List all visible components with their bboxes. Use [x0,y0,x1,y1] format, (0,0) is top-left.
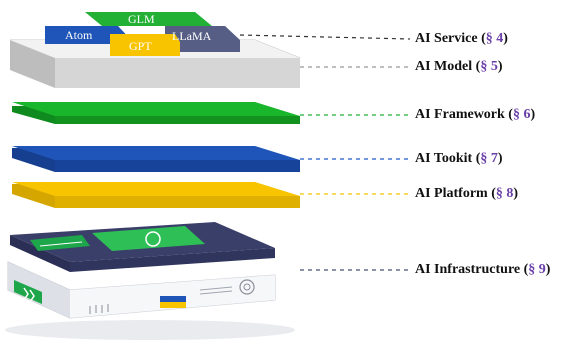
ai-service-chips: GLM Atom GPT LLaMA [45,12,240,56]
gpu-card-icon [30,235,90,251]
section-ref: § 4 [485,31,504,46]
label-ai-framework: AI Framework (§ 6) [415,107,536,122]
ai-framework-slab [12,102,300,124]
ai-infrastructure-server [5,222,295,340]
ai-platform-slab [12,182,300,208]
section-ref: § 5 [480,59,498,74]
section-ref: § 9 [528,262,546,277]
atom-label: Atom [65,28,93,42]
glm-chip [85,12,212,26]
llama-chip [165,26,240,52]
label-ai-model: AI Model (§ 5) [415,59,503,74]
gpt-label: GPT [129,39,152,53]
leader-service [239,34,411,40]
section-ref: § 6 [512,107,531,122]
label-ai-infrastructure: AI Infrastructure (§ 9) [415,262,551,277]
section-ref: § 7 [480,151,498,166]
server-status-icon [14,280,42,304]
label-ai-toolkit: AI Tookit (§ 7) [415,151,503,166]
glm-label: GLM [128,12,155,26]
label-ai-platform: AI Platform (§ 8) [415,186,519,201]
section-ref: § 8 [495,186,514,201]
server-fan-icon [239,279,255,295]
label-ai-service: AI Service (§ 4) [415,31,508,46]
ai-toolkit-slab [12,146,300,172]
llama-label: LLaMA [172,29,212,43]
gpt-chip [110,34,180,56]
